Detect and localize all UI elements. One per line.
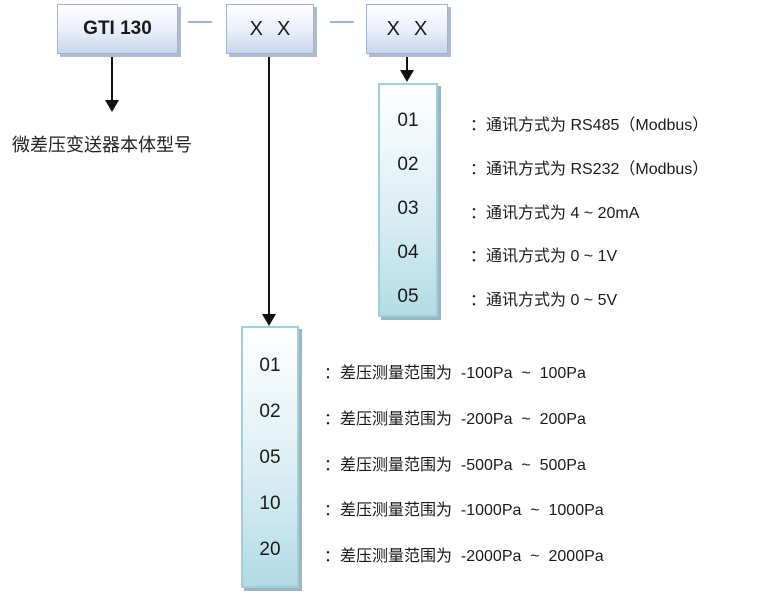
output-code: 04 <box>397 242 419 263</box>
output-placeholder: XX <box>386 17 442 40</box>
range-arrow-icon <box>262 314 276 326</box>
model-label: 微差压变送器本体型号 <box>12 135 192 155</box>
model-box: GTI 130 <box>57 4 178 54</box>
output-code: 05 <box>397 286 419 307</box>
model-arrow-icon <box>105 100 119 112</box>
range-desc: ：差压测量范围为 -100Pa ~ 100Pa <box>324 365 586 382</box>
output-code: 02 <box>397 154 419 175</box>
output-desc: ：通讯方式为 0 ~ 1V <box>470 248 618 265</box>
range-desc: ：差压测量范围为 -1000Pa ~ 1000Pa <box>324 502 604 519</box>
range-code: 20 <box>259 539 281 560</box>
model-code: GTI 130 <box>83 18 152 39</box>
range-options-box: 01 02 05 10 20 <box>241 326 299 588</box>
range-code: 02 <box>259 401 281 422</box>
output-code: 03 <box>397 198 419 219</box>
range-code-box: XX <box>226 4 314 54</box>
range-code: 10 <box>259 493 281 514</box>
range-desc: ：差压测量范围为 -500Pa ~ 500Pa <box>324 457 586 474</box>
output-desc: ：通讯方式为 RS485（Modbus） <box>470 117 709 134</box>
separator-dash <box>188 21 212 23</box>
range-connector-line <box>268 57 270 315</box>
range-desc: ：差压测量范围为 -2000Pa ~ 2000Pa <box>324 548 604 565</box>
range-code: 05 <box>259 447 281 468</box>
output-desc: ：通讯方式为 RS232（Modbus） <box>470 161 709 178</box>
output-desc: ：通讯方式为 4 ~ 20mA <box>470 205 640 222</box>
output-connector-line <box>406 57 408 71</box>
output-code: 01 <box>397 110 419 131</box>
separator-dash <box>330 21 354 23</box>
output-desc: ：通讯方式为 0 ~ 5V <box>470 292 618 309</box>
range-code: 01 <box>259 355 281 376</box>
output-code-box: XX <box>366 4 448 54</box>
range-placeholder: XX <box>249 17 305 40</box>
output-arrow-icon <box>400 70 414 82</box>
range-desc: ：差压测量范围为 -200Pa ~ 200Pa <box>324 411 586 428</box>
model-connector-line <box>111 57 113 101</box>
output-options-box: 01 02 03 04 05 <box>378 83 438 317</box>
